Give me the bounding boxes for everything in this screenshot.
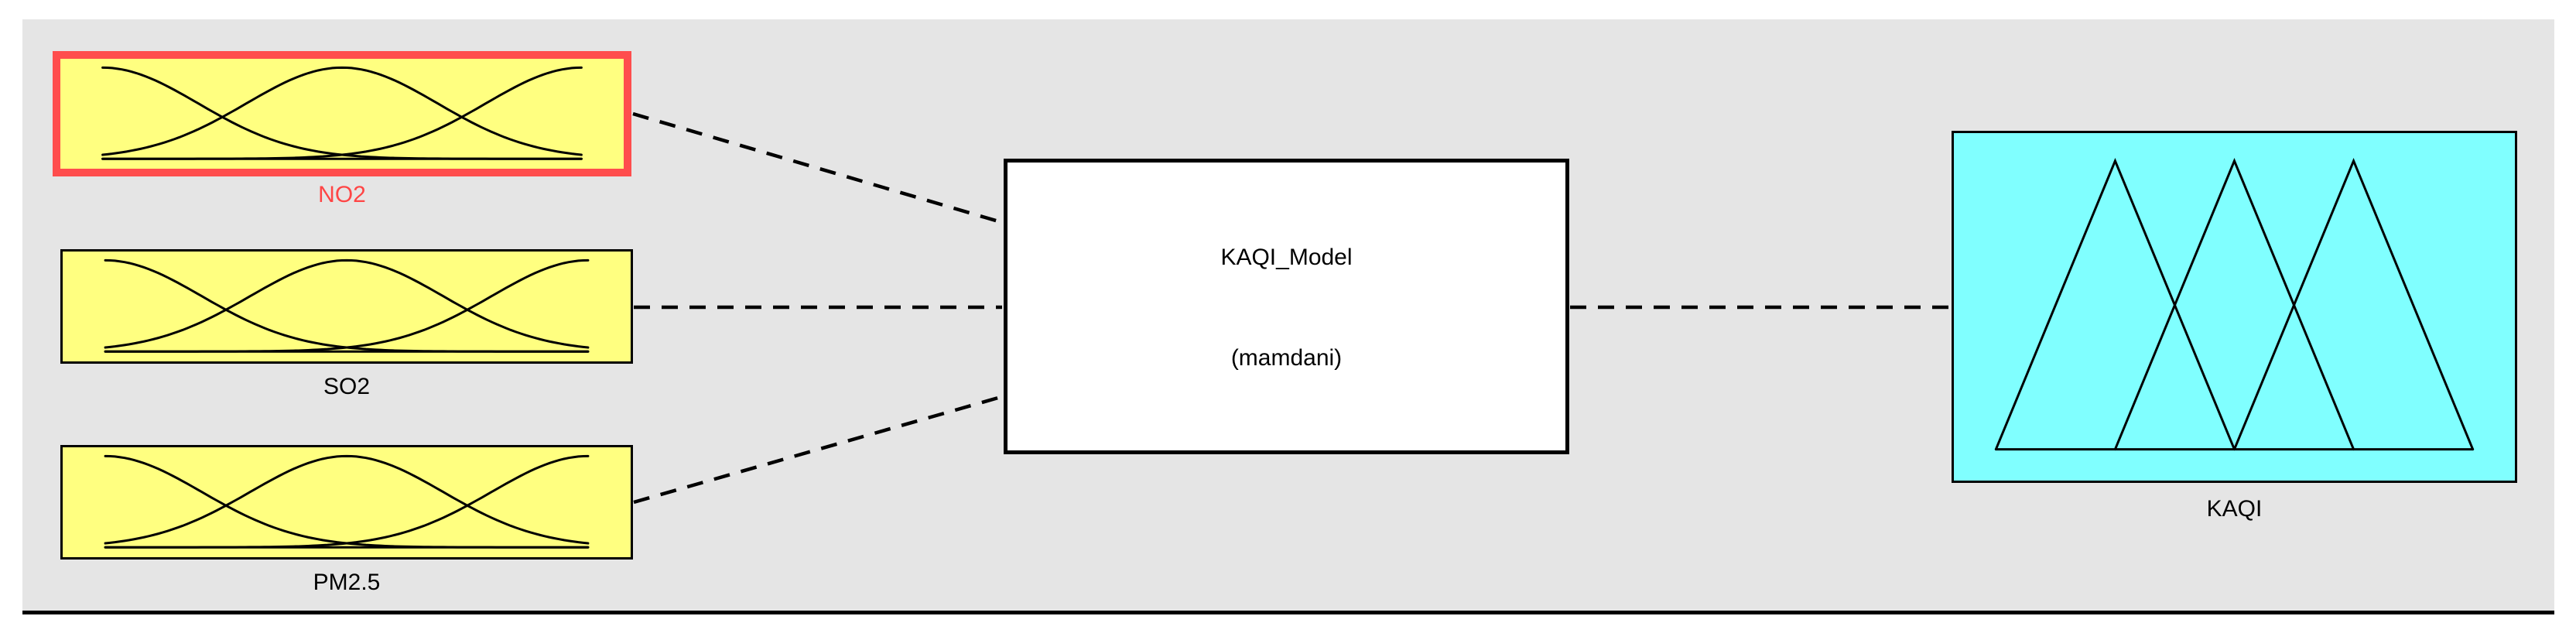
panel-bottom-line	[22, 611, 2554, 614]
input-variable-label-no2: NO2	[318, 182, 366, 207]
input-variable-block-so2[interactable]	[60, 249, 633, 364]
fis-type-text: (mamdani)	[1230, 345, 1343, 371]
fis-rules-block[interactable]: KAQI_Model (mamdani)	[1004, 159, 1569, 454]
gaussian-mf-preview-icon	[63, 447, 631, 557]
output-variable-block-kaqi[interactable]	[1952, 131, 2517, 483]
gaussian-mf-preview-icon	[60, 59, 624, 169]
output-variable-label-kaqi: KAQI	[2206, 496, 2263, 522]
input-variable-label-pm25: PM2.5	[313, 570, 381, 595]
gaussian-mf-preview-icon	[63, 252, 631, 361]
input-variable-block-no2[interactable]	[53, 51, 631, 176]
input-variable-block-pm25[interactable]	[60, 445, 633, 560]
fis-name-text: KAQI_Model	[1220, 245, 1353, 270]
input-variable-label-so2: SO2	[323, 374, 371, 399]
triangle-mf-preview-icon	[1954, 133, 2515, 481]
